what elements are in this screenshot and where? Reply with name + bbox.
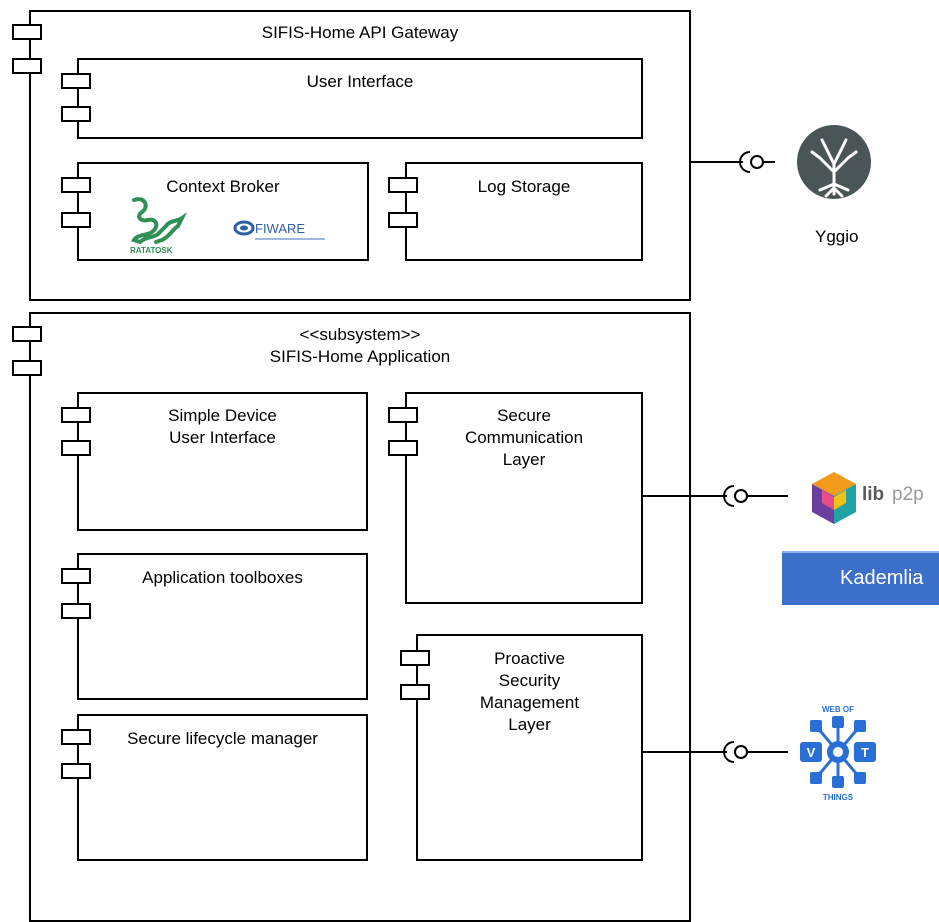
ratatosk-logo-text: RATATOSK [130,246,173,255]
secure-communication-layer-label: Secure Communication Layer [464,406,584,469]
component-icon-tab [61,440,91,456]
wot-top-text: WEB OF [822,705,854,714]
component-icon-tab [61,106,91,122]
application-toolboxes-component: Application toolboxes [77,553,368,700]
component-icon-tab [61,603,91,619]
web-of-things-logo-icon: WEB OF V T THINGS [800,705,876,802]
fiware-logo-text: FIWARE [255,221,305,236]
libp2p-lib-text: lib [862,484,885,505]
secure-lifecycle-manager-label: Secure lifecycle manager [127,729,318,748]
libp2p-connector-line [643,495,727,497]
wot-connector-line [643,751,727,753]
proactive-security-layer-label: Proactive Security Management Layer [479,649,580,734]
yggio-label: Yggio [815,227,859,246]
component-icon-tab [400,684,430,700]
secure-lifecycle-manager-component: Secure lifecycle manager [77,714,368,861]
application-title: SIFIS-Home Application [269,347,451,366]
svg-text:T: T [861,745,869,760]
wot-interface-socket [723,741,788,763]
component-icon-tab [12,24,42,40]
proactive-security-layer-component: Proactive Security Management Layer [416,634,643,861]
component-icon-tab [61,729,91,745]
svg-text:V: V [807,745,816,760]
subsystem-stereotype: <<subsystem>> [299,325,421,344]
libp2p-p2p-text: p2p [892,484,924,505]
component-icon-tab [61,177,91,193]
application-toolboxes-label: Application toolboxes [142,568,303,587]
kademlia-label: Kademlia [840,567,924,589]
context-broker-component: Context Broker [77,162,369,261]
fiware-logo-icon: FIWARE [233,220,325,240]
libp2p-interface-socket [723,485,788,507]
log-storage-label: Log Storage [477,177,571,196]
component-icon-tab [61,73,91,89]
component-icon-tab [388,440,418,456]
component-icon-tab [61,407,91,423]
wot-bottom-text: THINGS [823,793,854,802]
component-icon-tab [388,407,418,423]
simple-device-ui-component: Simple Device User Interface [77,392,368,531]
api-gateway-title: SIFIS-Home API Gateway [261,23,459,42]
component-icon-tab [12,360,42,376]
yggio-connector-line [691,161,743,163]
user-interface-component: User Interface [77,58,643,139]
user-interface-label: User Interface [306,72,414,91]
component-icon-tab [61,568,91,584]
secure-communication-layer-component: Secure Communication Layer [405,392,643,604]
component-icon-tab [400,650,430,666]
libp2p-cube-icon [812,472,856,524]
kademlia-badge: Kademlia [782,551,939,605]
component-icon-tab [388,212,418,228]
yggio-tree-icon [797,125,871,199]
component-icon-tab [12,58,42,74]
context-broker-label: Context Broker [166,177,280,196]
component-icon-tab [61,212,91,228]
component-icon-tab [388,177,418,193]
ratatosk-logo-icon: RATATOSK [130,197,188,255]
component-icon-tab [12,326,42,342]
component-icon-tab [61,763,91,779]
yggio-interface-socket [739,151,775,173]
simple-device-ui-label: Simple Device User Interface [168,406,277,447]
log-storage-component: Log Storage [405,162,643,261]
